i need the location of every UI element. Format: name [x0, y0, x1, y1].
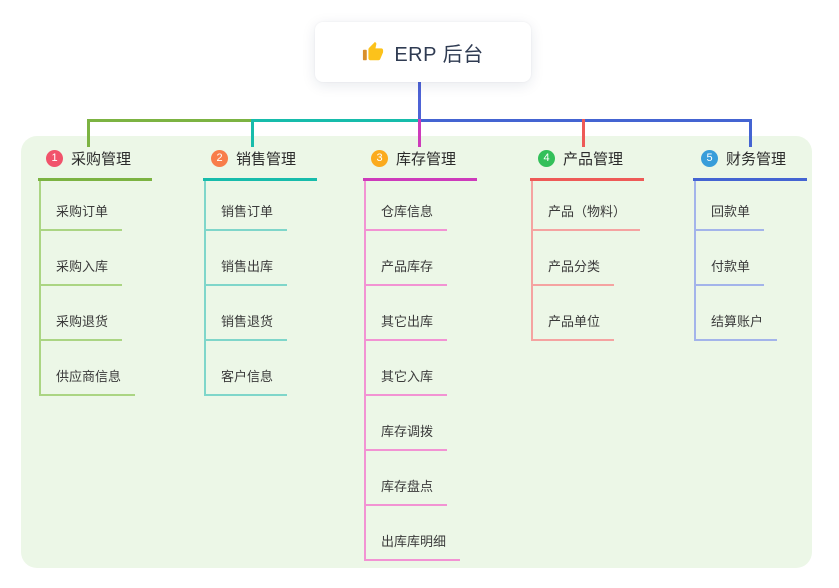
child-node[interactable]: 出库库明细 — [366, 506, 461, 561]
child-node[interactable]: 其它出库 — [366, 286, 448, 341]
child-node[interactable]: 采购退货 — [41, 286, 123, 341]
root-node[interactable]: ERP 后台 — [315, 22, 531, 82]
branch-5: 5 财务管理回款单付款单结算账户 — [693, 145, 807, 341]
child-node[interactable]: 客户信息 — [206, 341, 288, 396]
child-node[interactable]: 销售订单 — [206, 181, 288, 231]
branch-title: 产品管理 — [563, 151, 624, 168]
trunk-segment-right — [419, 119, 752, 122]
branch-title: 采购管理 — [71, 151, 132, 168]
child-node[interactable]: 供应商信息 — [41, 341, 136, 396]
thumbs-up-icon — [362, 41, 384, 63]
branch-drop-line-3 — [417, 119, 421, 147]
branch-children-3: 仓库信息产品库存其它出库其它入库库存调拨库存盘点出库库明细 — [364, 181, 461, 561]
branch-1: 1 采购管理采购订单采购入库采购退货供应商信息 — [38, 145, 152, 396]
trunk-segment-mid — [250, 119, 421, 122]
branch-number-badge: 5 — [701, 150, 718, 167]
branch-3: 3 库存管理仓库信息产品库存其它出库其它入库库存调拨库存盘点出库库明细 — [363, 145, 477, 561]
branch-children-2: 销售订单销售出库销售退货客户信息 — [204, 181, 288, 396]
child-node[interactable]: 采购订单 — [41, 181, 123, 231]
branch-drop-line-5 — [748, 119, 752, 147]
branch-drop-line-1 — [86, 119, 90, 147]
child-node[interactable]: 库存调拨 — [366, 396, 448, 451]
branch-children-1: 采购订单采购入库采购退货供应商信息 — [39, 181, 136, 396]
branch-header-3[interactable]: 3 库存管理 — [363, 145, 477, 181]
child-node[interactable]: 销售退货 — [206, 286, 288, 341]
branch-number-badge: 2 — [211, 150, 228, 167]
branch-header-1[interactable]: 1 采购管理 — [38, 145, 152, 181]
branch-number-badge: 3 — [371, 150, 388, 167]
branch-title: 库存管理 — [396, 151, 457, 168]
branch-title: 财务管理 — [726, 151, 787, 168]
branch-header-5[interactable]: 5 财务管理 — [693, 145, 807, 181]
child-node[interactable]: 采购入库 — [41, 231, 123, 286]
branch-drop-line-4 — [581, 119, 585, 147]
branch-number-badge: 4 — [538, 150, 555, 167]
child-node[interactable]: 库存盘点 — [366, 451, 448, 506]
child-node[interactable]: 产品库存 — [366, 231, 448, 286]
child-node[interactable]: 销售出库 — [206, 231, 288, 286]
branch-children-5: 回款单付款单结算账户 — [694, 181, 778, 341]
child-node[interactable]: 产品分类 — [533, 231, 615, 286]
child-node[interactable]: 产品（物料） — [533, 181, 641, 231]
branch-title: 销售管理 — [236, 151, 297, 168]
root-connector-line — [417, 81, 421, 120]
branch-drop-line-2 — [250, 119, 254, 147]
child-node[interactable]: 结算账户 — [696, 286, 778, 341]
branches-panel — [21, 136, 812, 568]
branch-header-4[interactable]: 4 产品管理 — [530, 145, 644, 181]
child-node[interactable]: 产品单位 — [533, 286, 615, 341]
trunk-segment-left — [86, 119, 252, 122]
branch-header-2[interactable]: 2 销售管理 — [203, 145, 317, 181]
branch-4: 4 产品管理产品（物料）产品分类产品单位 — [530, 145, 644, 341]
child-node[interactable]: 付款单 — [696, 231, 765, 286]
root-title: ERP 后台 — [394, 43, 484, 66]
branch-2: 2 销售管理销售订单销售出库销售退货客户信息 — [203, 145, 317, 396]
branch-children-4: 产品（物料）产品分类产品单位 — [531, 181, 641, 341]
child-node[interactable]: 回款单 — [696, 181, 765, 231]
child-node[interactable]: 其它入库 — [366, 341, 448, 396]
branch-number-badge: 1 — [46, 150, 63, 167]
child-node[interactable]: 仓库信息 — [366, 181, 448, 231]
